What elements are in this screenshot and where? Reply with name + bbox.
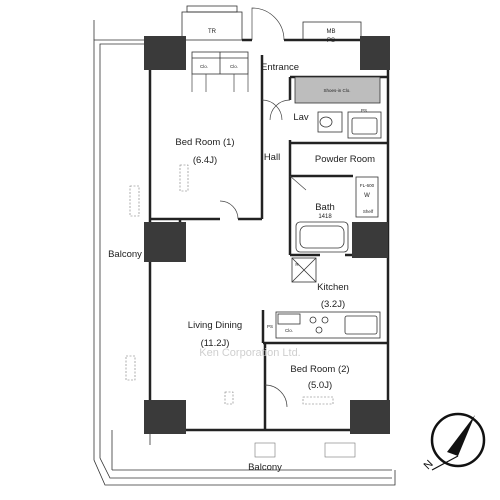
kitchen-counter <box>275 257 381 339</box>
entrance-label: Entrance <box>261 62 299 73</box>
interior-doors <box>219 99 307 408</box>
entrance-door <box>251 7 285 41</box>
kitchen-size: (3.2J) <box>321 299 345 310</box>
ps-lav-label: PS <box>361 108 367 113</box>
ps-top-label: PS <box>327 38 335 44</box>
ps-kitchen-label: PS <box>267 324 273 329</box>
shelf-label: Shelf <box>363 209 374 214</box>
powder-room-label: Powder Room <box>315 154 375 165</box>
bedroom2-size: (5.0J) <box>308 380 332 391</box>
closets <box>191 51 249 92</box>
lav-label: Lav <box>293 112 309 123</box>
bedroom1-label: Bed Room (1) <box>175 137 234 148</box>
bath-label: Bath <box>315 202 335 213</box>
watermark: Ken Corporation Ltd. <box>199 347 301 359</box>
living-size: (11.2J) <box>201 338 230 349</box>
lav-fixtures <box>317 111 382 139</box>
mb-label: MB <box>327 29 336 35</box>
shoes-closet <box>294 76 381 104</box>
washer-label: W <box>364 193 370 199</box>
tr-label: TR <box>208 29 217 35</box>
ceiling-markers <box>125 164 356 458</box>
compass-icon: N <box>422 412 486 472</box>
balcony-left-label: Balcony <box>108 249 142 260</box>
kitchen-label: Kitchen <box>317 282 349 293</box>
shoes-closet-label: Shoes-in Clo. <box>323 88 350 93</box>
hall-label: Hall <box>264 152 280 163</box>
refrigerator-label: R <box>295 262 299 267</box>
closet1-label: Clo. <box>200 64 208 69</box>
bedroom1-size: (6.4J) <box>193 155 217 166</box>
tr-box <box>181 5 243 41</box>
balcony-outline <box>93 20 396 486</box>
fl-label: FL-600 <box>360 183 375 188</box>
compass-north-label: N <box>422 458 436 472</box>
bath-size: 1418 <box>318 214 332 220</box>
closet2-label: Clo. <box>230 64 238 69</box>
bedroom2-label: Bed Room (2) <box>290 364 349 375</box>
balcony-bottom-label: Balcony <box>248 462 282 473</box>
structural-columns <box>144 36 390 434</box>
bath-tub <box>295 176 379 253</box>
living-label: Living Dining <box>188 320 242 331</box>
closet3-label: Clo. <box>285 328 293 333</box>
